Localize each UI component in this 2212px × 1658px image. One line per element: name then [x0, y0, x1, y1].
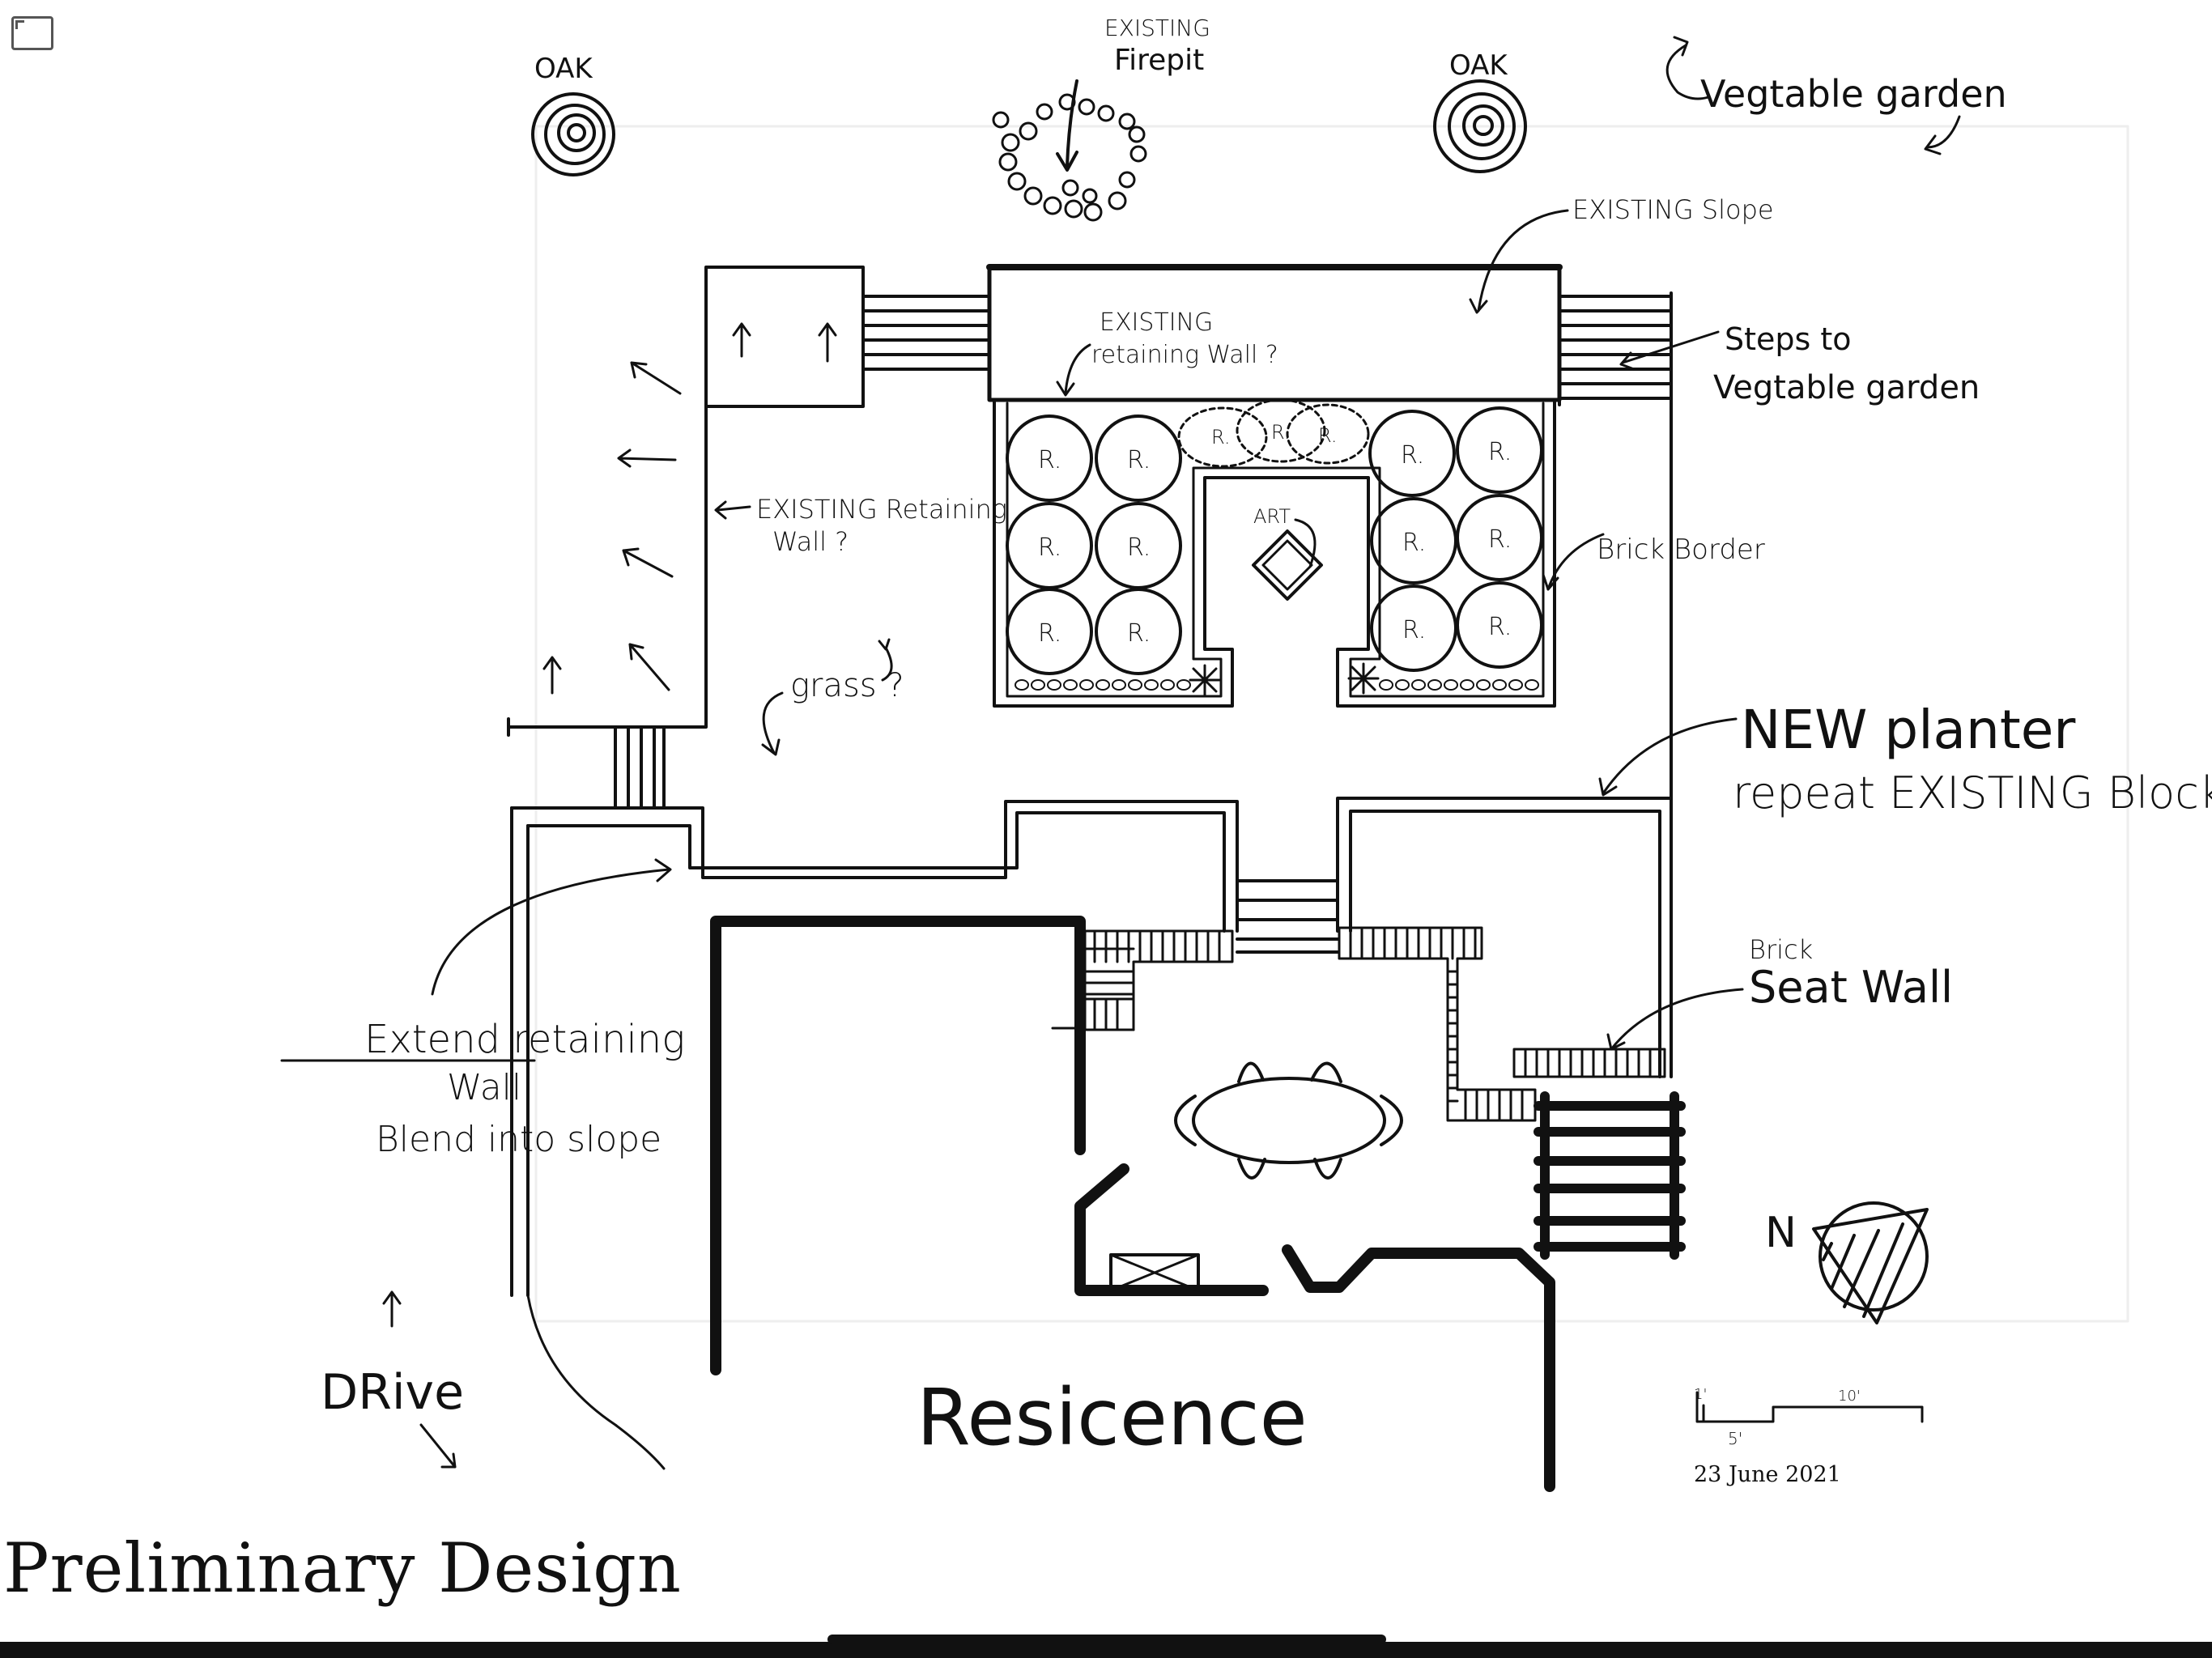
- svg-text:R.: R.: [1127, 446, 1151, 474]
- leader-lines: [382, 36, 1961, 1470]
- new-planter-walls: [510, 403, 1673, 1297]
- brick-seat-label-1: Brick: [1749, 934, 1813, 965]
- svg-text:R.: R.: [1488, 525, 1512, 554]
- accent-plant-right: [1347, 662, 1380, 695]
- svg-text:R.: R.: [1211, 426, 1230, 449]
- scale-label-1: 1': [1694, 1386, 1707, 1403]
- extend-wall-label-1: Extend retaining: [364, 1017, 685, 1062]
- extend-wall-label-2: Wall: [447, 1067, 521, 1108]
- svg-text:R.: R.: [1271, 421, 1290, 444]
- grass-label: grass ?: [790, 667, 904, 704]
- steps-to-patio: [1236, 879, 1339, 954]
- steps-label-1: Steps to: [1725, 321, 1852, 357]
- brick-border-label: Brick Border: [1597, 534, 1765, 566]
- vegetable-garden-label: Vegtable garden: [1700, 72, 2007, 116]
- svg-text:R.: R.: [1038, 534, 1061, 562]
- svg-text:R.: R.: [1127, 619, 1151, 648]
- svg-text:R.: R.: [1402, 529, 1426, 557]
- art-label: ART: [1253, 505, 1291, 528]
- brick-seat-wall-left-lower: [1080, 997, 1135, 1031]
- existing-retaining-wall-left-upper: [704, 266, 865, 408]
- drive-label: DRive: [321, 1364, 464, 1421]
- svg-text:R.: R.: [1488, 438, 1512, 466]
- brick-seat-wall-right: [1338, 926, 1666, 1122]
- svg-text:R.: R.: [1127, 534, 1151, 562]
- page-title: Preliminary Design: [3, 1528, 683, 1608]
- svg-text:R.: R.: [1401, 441, 1424, 470]
- patio-table: [1174, 1061, 1403, 1180]
- north-label: N: [1765, 1209, 1797, 1257]
- svg-text:R.: R.: [1038, 619, 1061, 648]
- scale-label-5: 5': [1728, 1429, 1742, 1448]
- fireplace: [1109, 1253, 1200, 1292]
- oak-tree-left: [531, 92, 615, 176]
- firepit-label-2: Firepit: [1114, 44, 1204, 77]
- oak-label-right: OAK: [1449, 49, 1508, 82]
- rose-shrubs: [1006, 406, 1543, 675]
- new-planter-label-1: NEW planter: [1741, 699, 2076, 761]
- steps-left: [861, 295, 991, 371]
- ornamental-grasses: [1177, 398, 1370, 468]
- existing-firepit: [992, 79, 1147, 222]
- steps-label-2: Vegtable garden: [1713, 369, 1980, 406]
- drawing-date: 23 June 2021: [1694, 1462, 1841, 1487]
- firepit-label-1: EXISTING: [1104, 15, 1210, 41]
- accent-plant-left: [1189, 664, 1221, 696]
- svg-text:R.: R.: [1402, 616, 1426, 644]
- scale-bar: [1695, 1391, 1924, 1423]
- oak-label-left: OAK: [534, 53, 593, 85]
- retaining-wall-top-label-2: retaining Wall ?: [1091, 341, 1278, 369]
- svg-text:R.: R.: [1488, 613, 1512, 641]
- retaining-wall-left-label-2: Wall ?: [772, 526, 849, 557]
- rose-marks: R. R. R. R. R. R. R. R. R. R. R. R. R. R…: [1038, 421, 1512, 648]
- extend-wall-label-3: Blend into slope: [376, 1119, 661, 1160]
- retaining-wall-left-label-1: EXISTING Retaining: [756, 494, 1007, 525]
- north-arrow: [1812, 1201, 1929, 1324]
- oak-tree-right: [1433, 79, 1527, 173]
- steps-to-vegetable-garden: [1558, 291, 1673, 406]
- fullscreen-icon[interactable]: [11, 16, 53, 50]
- retaining-wall-top-label-1: EXISTING: [1100, 308, 1213, 337]
- residence-label: Resicence: [917, 1372, 1308, 1463]
- steps-lower-left: [614, 725, 666, 810]
- drainage-arrows: [542, 322, 837, 695]
- drawing-sheet-border: [534, 125, 2129, 1323]
- bottom-bar: [0, 1642, 2212, 1658]
- brick-seat-label-2: Seat Wall: [1749, 962, 1953, 1013]
- home-indicator[interactable]: [827, 1635, 1386, 1644]
- new-planter-label-2: repeat EXISTING Block: [1733, 767, 2212, 818]
- existing-retaining-wall-top: [987, 265, 1562, 402]
- art-feature: [1252, 518, 1323, 601]
- existing-retaining-wall-left: [507, 405, 708, 729]
- pebble-edging: [1015, 679, 1539, 691]
- svg-text:R.: R.: [1038, 446, 1061, 474]
- tie-steps: [1534, 1091, 1686, 1260]
- garden-bed: [993, 398, 1556, 708]
- svg-text:R.: R.: [1318, 424, 1337, 447]
- scale-label-10: 10': [1838, 1388, 1861, 1405]
- existing-slope-label: EXISTING Slope: [1572, 194, 1774, 225]
